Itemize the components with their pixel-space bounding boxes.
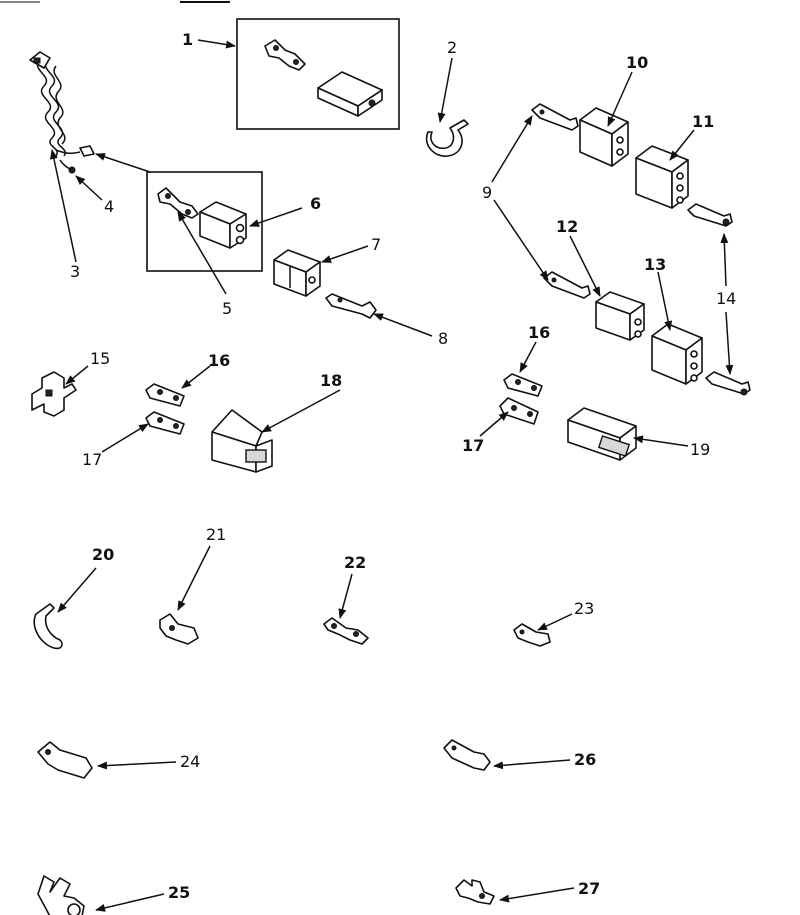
part-9-terminals: 9 (482, 103, 591, 299)
callout-16b: 16 (528, 323, 550, 342)
callout-24: 24 (180, 752, 200, 771)
callout-1: 1 (182, 30, 193, 49)
part-25-ring-terminal: 25 (37, 875, 190, 915)
part-20-clip: 20 (33, 545, 114, 650)
part-7-housing: 7 (273, 235, 381, 297)
part-21-terminal: 21 (159, 525, 226, 645)
callout-12: 12 (556, 217, 578, 236)
callout-18: 18 (320, 371, 342, 390)
part-12-housing: 12 (556, 217, 645, 341)
callout-23: 23 (574, 599, 594, 618)
callout-5: 5 (222, 299, 232, 318)
callout-25: 25 (168, 883, 190, 902)
callout-10: 10 (626, 53, 648, 72)
part-18-housing: 18 (211, 371, 342, 473)
part-11-housing: 11 (635, 112, 714, 209)
part-15-bracket: 15 (31, 349, 110, 417)
part-1-terminal-kit: 1 (182, 18, 400, 130)
part-17-terminal-left: 17 (82, 411, 185, 469)
callout-20: 20 (92, 545, 114, 564)
part-14-terminals: 14 (687, 203, 751, 396)
part-27-terminal: 27 (455, 879, 600, 905)
part-5-6-connector-set: 6 5 (146, 171, 321, 318)
callout-16a: 16 (208, 351, 230, 370)
callout-7: 7 (371, 235, 381, 254)
part-17-terminal-right: 17 (462, 397, 539, 455)
callout-17a: 17 (82, 450, 102, 469)
part-2-cable-clamp: 2 (425, 38, 469, 157)
callout-27: 27 (578, 879, 600, 898)
part-3-wire-harness: 3 4 (29, 51, 151, 281)
callout-14: 14 (716, 289, 736, 308)
callout-17b: 17 (462, 436, 484, 455)
kit-1-housing-drawing (317, 71, 383, 117)
part-19-housing: 19 (567, 407, 710, 461)
callout-6: 6 (310, 194, 321, 213)
part-10-housing: 10 (579, 53, 648, 167)
callout-2: 2 (447, 38, 457, 57)
part-8-pin-terminal: 8 (325, 293, 448, 348)
part-16-terminal-right: 16 (503, 323, 550, 397)
part-23-terminal: 23 (513, 599, 594, 647)
callout-11: 11 (692, 112, 714, 131)
callout-9: 9 (482, 183, 492, 202)
part-16-terminal-left: 16 (145, 351, 230, 407)
callout-22: 22 (344, 553, 366, 572)
part-13-housing: 13 (644, 255, 703, 385)
kit-1-terminal-drawing (264, 39, 306, 71)
callout-26: 26 (574, 750, 596, 769)
part-26-receptacle: 26 (443, 739, 596, 771)
part-22-terminal: 22 (323, 553, 369, 645)
callout-19: 19 (690, 440, 710, 459)
callout-3: 3 (70, 262, 80, 281)
part-24-receptacle: 24 (37, 741, 200, 779)
callout-21: 21 (206, 525, 226, 544)
callout-4: 4 (104, 197, 114, 216)
callout-15: 15 (90, 349, 110, 368)
callout-13: 13 (644, 255, 666, 274)
callout-8: 8 (438, 329, 448, 348)
